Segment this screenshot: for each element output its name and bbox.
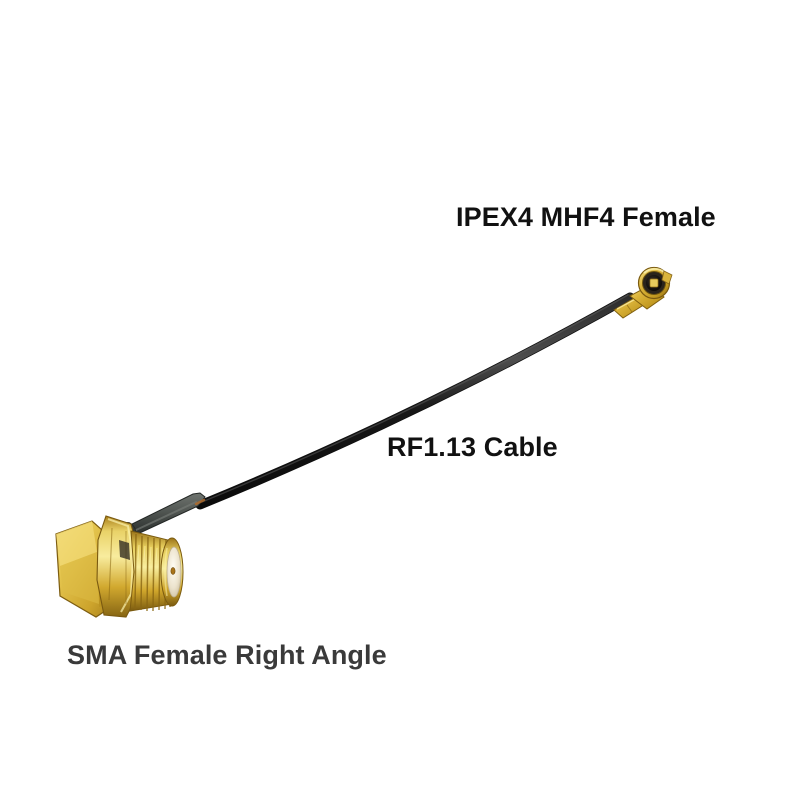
mhf4-female-connector (613, 266, 673, 319)
mhf4-crimp-groove (626, 304, 633, 313)
sma-center-contact (170, 567, 176, 575)
sma-body-top-facet (56, 521, 97, 566)
label-sma-female-right-angle: SMA Female Right Angle (67, 640, 387, 670)
cable-jacket (196, 293, 634, 509)
label-ipex4-mhf4-female: IPEX4 MHF4 Female (456, 202, 716, 232)
sma-body-front-facet (60, 552, 99, 604)
sma-internal-shadow (119, 540, 130, 560)
rf-cable (195, 292, 635, 510)
mhf4-body-highlight (643, 267, 665, 274)
sma-front-interface (160, 537, 184, 607)
cable-sheen (201, 294, 629, 503)
label-rf113-cable: RF1.13 Cable (387, 432, 558, 462)
boot-highlight (133, 501, 197, 532)
mhf4-center-pin (649, 278, 659, 288)
boot-copper-glint (194, 498, 206, 506)
sma-face-highlight (164, 547, 168, 597)
sma-nut-facet-edge-1 (108, 527, 113, 601)
mhf4-latch-nub (661, 270, 673, 285)
sma-female-right-angle-connector (55, 515, 184, 618)
